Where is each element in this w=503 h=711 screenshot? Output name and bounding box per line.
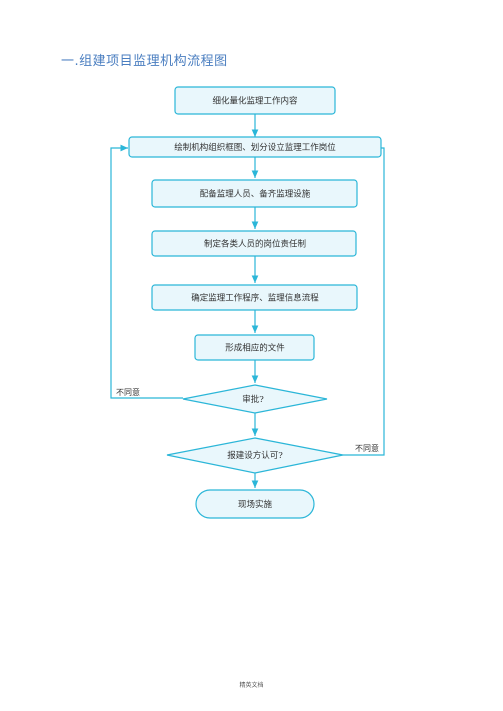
page-title: 一.组建项目监理机构流程图 [61,54,228,69]
reject-loop-2 [343,147,385,456]
reject-loop-1 [110,144,183,399]
footer-text: 精英文档 [239,682,264,689]
step-label: 绘制机构组织框图、划分设立监理工作岗位 [174,142,336,153]
step-staff-equipment [151,179,358,208]
step-form-documents [194,334,315,361]
step-label: 形成相应的文件 [225,343,285,354]
decision-label: 报建设方认可? [227,450,283,461]
step-label: 制定各类人员的岗位责任制 [204,239,306,250]
step-refine-work-content [174,86,336,115]
step-label: 配备监理人员、备齐监理设施 [200,189,311,200]
decision-owner-approval [166,437,344,474]
reject-label: 不同意 [355,443,379,453]
step-site-implementation [195,489,315,519]
step-draw-org-chart [128,136,382,158]
step-label: 细化量化监理工作内容 [212,96,298,107]
decision-label: 审批? [242,394,264,405]
step-label: 现场实施 [238,499,273,510]
step-label: 确定监理工作程序、监理信息流程 [191,293,319,304]
step-responsibility-system [151,230,357,257]
reject-label: 不同意 [116,387,140,397]
step-work-procedures [151,284,358,311]
decision-approval [182,384,328,414]
